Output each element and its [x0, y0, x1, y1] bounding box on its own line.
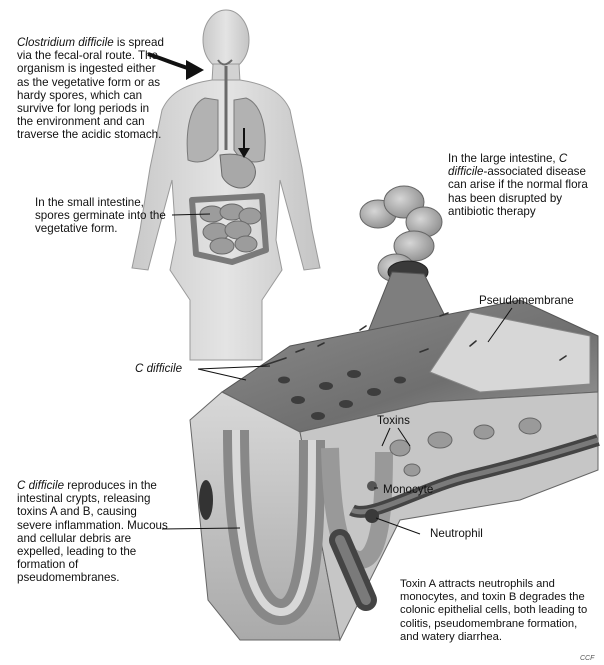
note-small-intestine: In the small intestine, spores germinate… [35, 196, 167, 236]
label-c-difficile: C difficile [135, 362, 182, 375]
note-crypts: C difficile reproduces in the intestinal… [17, 479, 169, 585]
monocyte-cell [367, 481, 377, 491]
neutrophil-cell [365, 509, 379, 523]
organism-name: Clostridium difficile [17, 36, 114, 49]
large-intestine-illustration [360, 186, 442, 283]
note-transmission: Clostridium difficile is spread via the … [17, 36, 167, 142]
note-toxins-effect: Toxin A attracts neutrophils and monocyt… [400, 578, 594, 644]
label-toxins: Toxins [377, 414, 410, 427]
credit-mark: CCF [580, 652, 594, 665]
note-large-intestine: In the large intestine, C difficile-asso… [448, 152, 602, 218]
label-neutrophil: Neutrophil [430, 527, 483, 540]
label-monocyte: Monocyte [383, 483, 433, 496]
transmission-text: is spread via the fecal-oral route. The … [17, 36, 164, 141]
label-pseudomembrane: Pseudomembrane [479, 294, 574, 307]
